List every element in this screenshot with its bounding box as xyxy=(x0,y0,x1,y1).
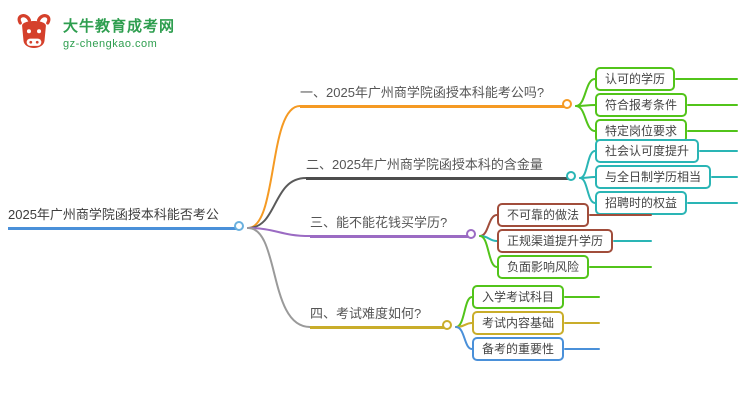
leaf-row: 与全日制学历相当 xyxy=(595,165,738,189)
connector-b2-leaf-1 xyxy=(579,150,596,179)
leaf-tail-line xyxy=(589,266,652,268)
connector-b1-leaf-3 xyxy=(575,105,596,132)
branch-3-topic[interactable]: 三、能不能花钱买学历? xyxy=(310,214,468,238)
site-name-text: 大牛教育成考网 xyxy=(63,18,176,35)
branch-2-topic[interactable]: 二、2025年广州商学院函授本科的含金量 xyxy=(306,156,568,180)
leaf-row: 符合报考条件 xyxy=(595,93,738,117)
branch-3-collapse-handle[interactable] xyxy=(466,229,476,239)
leaf-tail-line xyxy=(589,214,652,216)
connector-root-branch-4 xyxy=(247,227,311,328)
leaf-topic-recognized-degree[interactable]: 认可的学历 xyxy=(595,67,676,91)
connector-b3-leaf-3 xyxy=(479,235,498,268)
leaf-topic-importance-of-prep[interactable]: 备考的重要性 xyxy=(472,337,565,361)
leaf-topic-equal-to-fulltime[interactable]: 与全日制学历相当 xyxy=(595,165,712,189)
leaf-tail-line xyxy=(613,240,652,242)
leaf-tail-line xyxy=(687,202,738,204)
leaf-tail-line xyxy=(711,176,738,178)
branch-2-collapse-handle[interactable] xyxy=(566,171,576,181)
branch-1-collapse-handle[interactable] xyxy=(562,99,572,109)
connector-b3-leaf-2 xyxy=(479,235,498,242)
leaf-topic-meet-requirements[interactable]: 符合报考条件 xyxy=(595,93,688,117)
leaf-row: 负面影响风险 xyxy=(497,255,652,279)
connector-b1-leaf-2 xyxy=(575,104,596,107)
leaf-tail-line xyxy=(564,348,600,350)
leaf-tail-line xyxy=(675,78,738,80)
connector-b2-leaf-3 xyxy=(579,177,596,204)
leaf-tail-line xyxy=(564,322,600,324)
leaf-row: 入学考试科目 xyxy=(472,285,600,309)
site-logo: 大牛教育成考网 gz-chengkao.com xyxy=(12,12,175,56)
root-topic[interactable]: 2025年广州商学院函授本科能否考公 xyxy=(8,206,238,230)
connector-root-branch-1 xyxy=(247,105,301,229)
leaf-row: 认可的学历 xyxy=(595,67,738,91)
branch-1-topic[interactable]: 一、2025年广州商学院函授本科能考公吗? xyxy=(300,84,564,108)
leaf-row: 社会认可度提升 xyxy=(595,139,738,163)
leaf-topic-unreliable-practice[interactable]: 不可靠的做法 xyxy=(497,203,590,227)
connector-b2-leaf-2 xyxy=(579,176,596,179)
leaf-tail-line xyxy=(687,130,738,132)
connector-b1-leaf-1 xyxy=(575,78,596,107)
connector-b4-leaf-2 xyxy=(455,322,473,328)
connector-b4-leaf-1 xyxy=(455,296,473,328)
leaf-topic-basic-exam-content[interactable]: 考试内容基础 xyxy=(472,311,565,335)
branch-4-collapse-handle[interactable] xyxy=(442,320,452,330)
leaf-tail-line xyxy=(699,150,738,152)
leaf-row: 正规渠道提升学历 xyxy=(497,229,652,253)
leaf-tail-line xyxy=(687,104,738,106)
leaf-row: 考试内容基础 xyxy=(472,311,600,335)
root-collapse-handle[interactable] xyxy=(234,221,244,231)
connector-b4-leaf-3 xyxy=(455,326,473,350)
leaf-row: 不可靠的做法 xyxy=(497,203,652,227)
leaf-topic-entrance-exam-subjects[interactable]: 入学考试科目 xyxy=(472,285,565,309)
connector-b3-leaf-1 xyxy=(479,214,498,237)
bull-logo-icon xyxy=(17,14,51,48)
branch-4-topic[interactable]: 四、考试难度如何? xyxy=(310,305,444,329)
site-domain-text: gz-chengkao.com xyxy=(63,38,158,50)
logo-text-block: 大牛教育成考网 gz-chengkao.com xyxy=(63,18,175,50)
leaf-topic-legit-channels[interactable]: 正规渠道提升学历 xyxy=(497,229,614,253)
leaf-tail-line xyxy=(564,296,600,298)
leaf-row: 备考的重要性 xyxy=(472,337,600,361)
connector-root-branch-3 xyxy=(247,227,311,237)
leaf-topic-social-recognition[interactable]: 社会认可度提升 xyxy=(595,139,700,163)
leaf-topic-negative-risk[interactable]: 负面影响风险 xyxy=(497,255,590,279)
connector-root-branch-2 xyxy=(247,177,307,229)
